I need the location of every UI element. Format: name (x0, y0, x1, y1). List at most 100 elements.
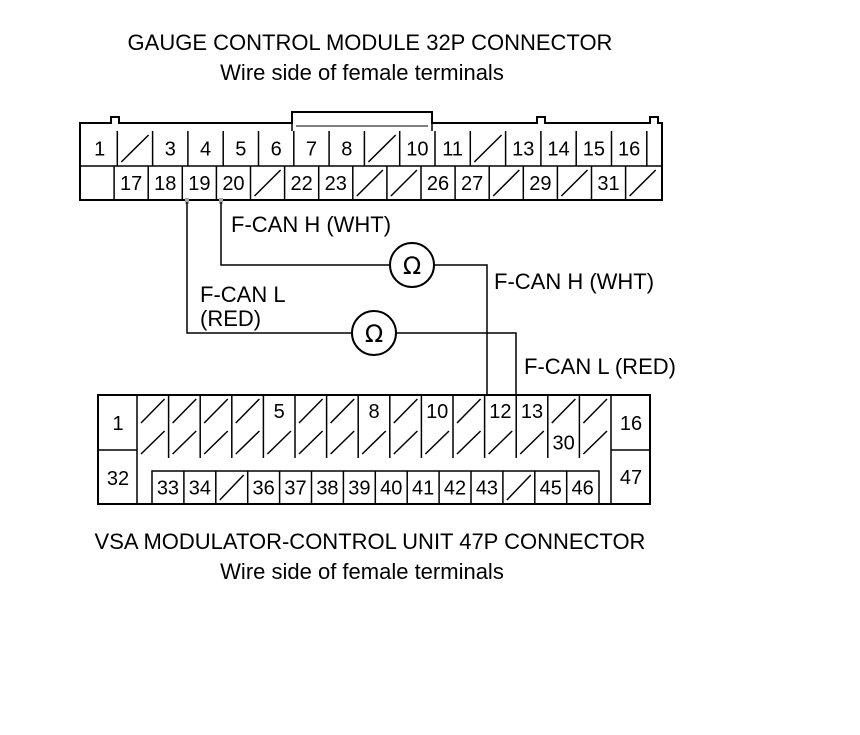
gauge-connector-subtitle: Wire side of female terminals (220, 60, 504, 85)
blocked-cell-slash (551, 398, 576, 424)
terminal-number: 45 (540, 478, 562, 500)
blocked-cell-slash (629, 169, 657, 197)
blocked-cell-slash (456, 430, 482, 455)
terminal-number: 13 (512, 139, 534, 161)
fcan-h-wire-upper (220, 202, 390, 266)
terminal-number: 4 (200, 139, 211, 161)
fcan-l-label-right: F-CAN L (RED) (524, 354, 676, 379)
vsa-connector-title: VSA MODULATOR-CONTROL UNIT 47P CONNECTOR (95, 529, 646, 554)
terminal-number: 6 (271, 139, 282, 161)
terminal-number: 31 (597, 173, 619, 195)
terminal-number: 20 (222, 173, 244, 195)
blocked-cell-slash (390, 169, 418, 197)
blocked-cell-slash (203, 430, 229, 455)
blocked-cell-slash (582, 398, 608, 424)
blocked-cell-slash (219, 474, 245, 501)
vsa-pin-32: 32 (107, 468, 129, 490)
blocked-cell-slash (298, 430, 324, 455)
blocked-cell-slash (361, 430, 387, 455)
blocked-cell-slash (356, 169, 384, 197)
fcan-h-label-top: F-CAN H (WHT) (231, 212, 391, 237)
blocked-cell-slash (172, 430, 197, 455)
terminal-number: 38 (316, 478, 338, 500)
terminal-number: 46 (572, 478, 594, 500)
terminal-number: 19 (188, 173, 210, 195)
terminal-number: 26 (427, 173, 449, 195)
blocked-cell-slash (298, 398, 324, 424)
ohmmeter-circle (351, 310, 397, 356)
terminal-number: 27 (461, 173, 483, 195)
terminal-number: 37 (284, 478, 306, 500)
terminal-number: 40 (380, 478, 402, 500)
ohmmeter-circle (389, 242, 435, 288)
blocked-cell-slash (560, 169, 589, 197)
blocked-cell-slash (519, 430, 545, 455)
blocked-cell-slash (456, 398, 482, 424)
blocked-cell-slash (424, 430, 450, 455)
terminal-number: 5 (274, 401, 285, 423)
blocked-cell-slash (203, 398, 229, 424)
vsa-connector-subtitle: Wire side of female terminals (220, 559, 504, 584)
terminal-number: 11 (442, 139, 463, 161)
blocked-cell-slash (488, 430, 513, 455)
fcan-h-wire-lower (434, 264, 488, 402)
blocked-cell-slash (330, 430, 355, 455)
vsa-row-2: 30 (140, 427, 608, 458)
vsa-pin-47: 47 (620, 467, 642, 489)
blocked-cell-slash (582, 430, 608, 455)
blocked-cell-slash (140, 430, 166, 455)
blocked-cell-slash (235, 398, 260, 424)
ohm-symbol: Ω (365, 320, 383, 348)
blocked-cell-slash (330, 398, 355, 424)
fcan-h-label-right: F-CAN H (WHT) (494, 269, 654, 294)
terminal-number: 5 (235, 139, 246, 161)
terminal-number: 15 (583, 139, 605, 161)
fcan-l-label-left-line1: F-CAN L (200, 282, 286, 307)
terminal-number: 10 (426, 401, 448, 423)
terminal-number: 22 (291, 173, 313, 195)
blocked-cell-slash (235, 430, 260, 455)
gauge-connector-housing (79, 111, 663, 201)
terminal-number: 30 (552, 433, 574, 455)
blocked-cell-slash (120, 134, 150, 163)
ohmmeter-fcan-h: Ω (389, 242, 435, 288)
gauge-connector-title: GAUGE CONTROL MODULE 32P CONNECTOR (128, 30, 613, 55)
terminal-number: 16 (618, 139, 640, 161)
terminal-number: 33 (157, 478, 179, 500)
terminal-number: 7 (306, 139, 317, 161)
blocked-cell-slash (172, 398, 197, 424)
terminal-number: 10 (406, 139, 428, 161)
terminal-number: 42 (444, 478, 466, 500)
vsa-pin-16: 16 (620, 413, 642, 435)
terminal-number: 3 (165, 139, 176, 161)
terminal-number: 29 (529, 173, 551, 195)
terminal-number: 36 (253, 478, 275, 500)
vsa-pin-1: 1 (112, 413, 123, 435)
fcan-l-label-left-line2: (RED) (200, 306, 261, 331)
terminal-number: 43 (476, 478, 498, 500)
blocked-cell-slash (492, 169, 520, 197)
terminal-number: 34 (189, 478, 211, 500)
blocked-cell-slash (253, 169, 282, 197)
terminal-number: 8 (341, 139, 352, 161)
blocked-cell-slash (266, 430, 292, 455)
fcan-l-wire-lower (396, 332, 517, 402)
blocked-cell-slash (393, 430, 418, 455)
ohm-symbol: Ω (403, 252, 421, 280)
terminal-number: 23 (325, 173, 347, 195)
terminal-number: 8 (368, 401, 379, 423)
blocked-cell-slash (393, 398, 418, 424)
ohmmeter-fcan-l: Ω (351, 310, 397, 356)
blocked-cell-slash (473, 134, 503, 163)
terminal-number: 14 (547, 139, 569, 161)
terminal-number: 13 (521, 401, 543, 423)
terminal-number: 41 (412, 478, 434, 500)
blocked-cell-slash (367, 134, 397, 163)
